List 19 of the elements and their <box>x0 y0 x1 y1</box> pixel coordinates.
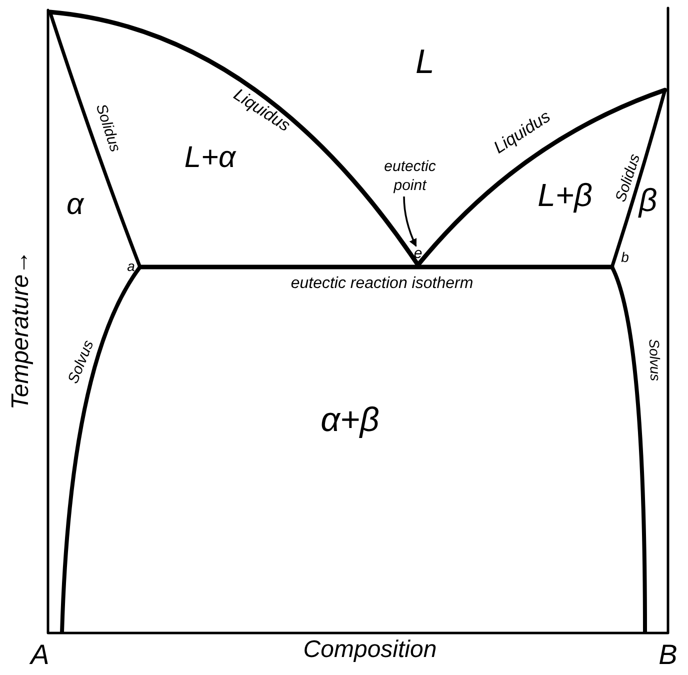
curve-label: Solidus <box>93 102 123 154</box>
phase-label: L+α <box>184 143 236 173</box>
phase-label: β <box>638 184 658 216</box>
curve-label: Solvus <box>66 338 96 386</box>
curve-label: Solvus <box>647 338 663 382</box>
point-label: b <box>621 250 629 264</box>
axis-title: Temperature→ <box>9 250 33 410</box>
phase-label: α+β <box>320 403 380 437</box>
phase-label: α <box>66 190 84 220</box>
axis-title: Composition <box>303 638 437 662</box>
annotation-text: eutectic point <box>375 158 445 196</box>
point-label: e <box>383 245 453 264</box>
phase-label: L+β <box>538 179 592 211</box>
axis-end-label: B <box>658 641 678 669</box>
leader-arrow <box>403 196 417 247</box>
point-label: a <box>127 259 135 273</box>
line-label: eutectic reaction isotherm <box>290 276 474 292</box>
axis-end-label: A <box>30 641 50 669</box>
phase-label: L <box>416 45 434 79</box>
